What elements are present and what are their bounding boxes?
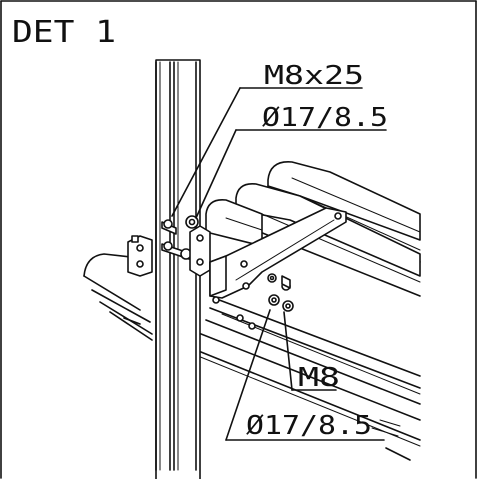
- left-bracket: [127, 235, 153, 277]
- vertical-post: [155, 59, 201, 479]
- callout-washer-bottom: Ø17/8.5: [246, 411, 372, 441]
- callout-nut-size: M8: [298, 363, 340, 393]
- gusset-bracket: [209, 207, 347, 330]
- left-bolts: [161, 219, 193, 261]
- mounting-plate: [185, 215, 211, 277]
- callout-bolt-size: M8x25: [264, 61, 364, 91]
- detail-title: DET 1: [12, 15, 116, 50]
- leader-lines: [171, 87, 387, 441]
- lower-rail: [83, 253, 421, 461]
- callout-washer-top: Ø17/8.5: [262, 103, 388, 133]
